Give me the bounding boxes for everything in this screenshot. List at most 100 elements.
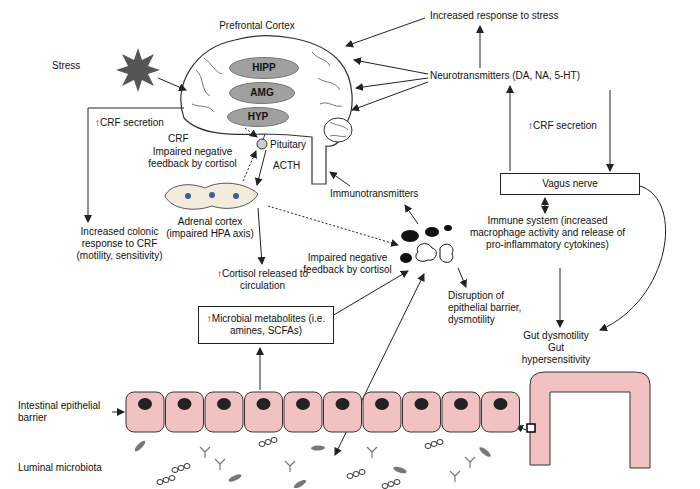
brain-region-ellipse: HIPP [229, 57, 299, 79]
bacterium-chain [353, 472, 359, 477]
annotation-label: Increased response to stress [430, 10, 565, 22]
annotation-label: Immunotransmitters [330, 188, 425, 200]
immune-cell [425, 227, 439, 237]
epithelial-cell [403, 392, 441, 432]
adrenal-dot [185, 193, 191, 199]
process-box: Vagus nerve [500, 173, 640, 195]
acth-arrow [257, 150, 266, 185]
arrow [610, 90, 611, 171]
antibody-shape [465, 457, 475, 468]
antibody-shape [367, 447, 377, 458]
annotation-label: ↑Cortisol released to circulation [215, 268, 310, 292]
annotation-label: ↑CRF secretion [95, 117, 170, 129]
bacterium-chain [265, 440, 271, 445]
node-text: ↑Microbial metabolites (i.e. amines, SCF… [204, 313, 328, 337]
epithelial-cell [166, 392, 204, 432]
cell-nucleus [217, 398, 231, 410]
leader-arrow [112, 412, 124, 413]
arrow [480, 26, 481, 68]
cell-nucleus [296, 398, 310, 410]
bacterium-chain [169, 476, 175, 481]
colon [530, 372, 650, 468]
annotation-label: Neurotransmitters (DA, NA, 5-HT) [430, 70, 600, 82]
bacterium-chain [271, 438, 277, 443]
annotation-label: Gut dysmotility Gut hypersensitivity [515, 330, 597, 366]
cell-nucleus [138, 398, 152, 410]
epithelial-cell [324, 392, 362, 432]
annotation-label: Disruption of epithelial barrier, dysmot… [448, 290, 533, 326]
cell-nucleus [454, 398, 468, 410]
annotation-label: Impaired negative feedback by cortisol [300, 252, 395, 276]
arrow [330, 172, 350, 186]
adrenal-dot [209, 192, 215, 198]
colon-section-marker [527, 424, 535, 432]
brain-gyri [192, 52, 348, 137]
node-text: Vagus nerve [542, 178, 597, 190]
bacterium-rod [311, 445, 325, 451]
bacterium-rod [478, 446, 492, 459]
bacterium-chain [359, 470, 365, 475]
epithelial-cell [363, 392, 401, 432]
cell-nucleus [336, 398, 350, 410]
annotation-label: CRF [168, 133, 194, 145]
cell-nucleus [257, 398, 271, 410]
arrow [458, 268, 466, 287]
bacterium-chain [347, 474, 353, 479]
ellipse-fill [230, 58, 299, 79]
epithelial-cell [482, 392, 520, 432]
antibody-shape [200, 447, 210, 458]
arrow [405, 205, 418, 224]
adrenal-gland [165, 183, 258, 209]
arrow [260, 348, 261, 390]
bacterium-chain [184, 464, 190, 469]
bacterium-rod [393, 465, 408, 474]
dotted-arrow [245, 128, 257, 137]
annotation-label: Prefrontal Cortex [212, 20, 302, 32]
arrow [354, 60, 428, 74]
node-text: HIPP [252, 62, 275, 74]
epithelial-cell [245, 392, 283, 432]
antibody-shape [215, 459, 225, 470]
bacterium-chain [382, 484, 388, 489]
arrow [560, 268, 561, 327]
annotation-label: Impaired negative feedback by cortisol [145, 146, 240, 170]
bacterium-chain [172, 468, 178, 473]
epithelial-cell [442, 392, 480, 432]
bacterium-rod [133, 439, 146, 452]
annotation-label: ACTH [273, 160, 305, 172]
bacterium-chain [178, 466, 184, 471]
arrow [510, 86, 511, 171]
epithelial-cell [205, 392, 243, 432]
immune-cell [416, 244, 436, 262]
cell-nucleus [178, 398, 192, 410]
bacterium-chain [394, 480, 400, 485]
process-box: ↑Microbial metabolites (i.e. amines, SCF… [198, 306, 334, 344]
arrow [600, 186, 666, 330]
double-arrow [545, 198, 546, 213]
bacterium-chain [425, 444, 431, 449]
annotation-label: Luminal microbiota [18, 462, 108, 474]
annotation-label: Increased colonic response to CRF (motil… [72, 226, 167, 262]
epithelial-cell [284, 392, 322, 432]
cell-nucleus [375, 398, 389, 410]
arrow [332, 271, 408, 316]
ellipse-fill [228, 108, 289, 127]
node-text: HYP [248, 111, 269, 123]
bacterium-chain [163, 478, 169, 483]
arrow [352, 82, 428, 110]
brain-region-ellipse: HYP [227, 107, 289, 127]
annotation-label: Immune system (increased macrophage acti… [465, 215, 630, 251]
feedback-arrow [243, 151, 256, 181]
bacterium-chain [388, 482, 394, 487]
node-text: AMG [250, 87, 273, 99]
annotation-label: Intestinal epithelial barrier [18, 400, 113, 424]
cell-nucleus [494, 398, 508, 410]
immune-cell [401, 230, 419, 242]
bacterium-chain [437, 440, 443, 445]
brain-region-ellipse: AMG [229, 82, 295, 104]
bacterium-rod [293, 478, 308, 489]
bacterium-rod [228, 473, 243, 483]
antibody-shape [285, 461, 295, 472]
bacterium-chain [259, 442, 265, 447]
bacterium-chain [431, 442, 437, 447]
